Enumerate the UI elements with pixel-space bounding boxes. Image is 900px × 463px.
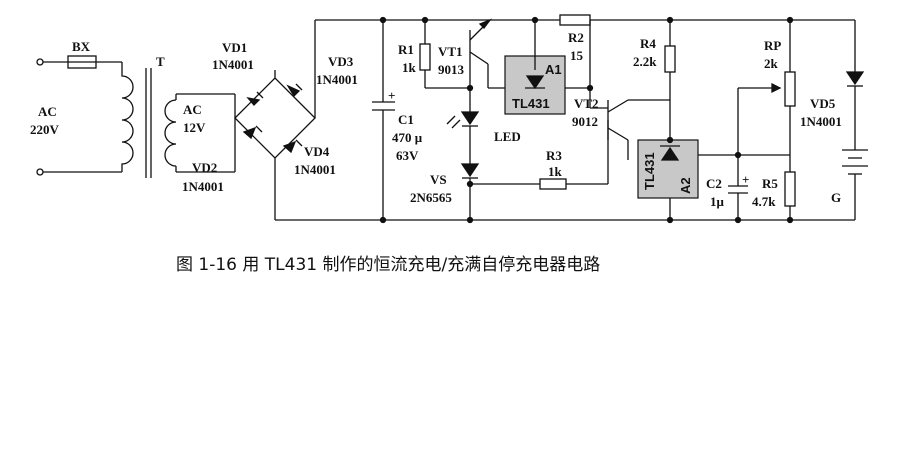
label-vd3-part: 1N4001 (316, 72, 358, 87)
label-vd1: VD1 (222, 40, 247, 55)
label-g: G (831, 190, 841, 205)
junctions (379, 16, 794, 224)
label-t: T (156, 54, 165, 69)
capacitor-c2 (728, 88, 748, 220)
label-vt1-part: 9013 (438, 62, 465, 77)
label-vd4: VD4 (304, 144, 330, 159)
label-r4-value: 2.2k (633, 54, 657, 69)
label-c2-plus: + (742, 172, 749, 187)
tl431-a1 (488, 20, 591, 115)
label-r3-value: 1k (548, 164, 563, 179)
label-r5-value: 4.7k (752, 194, 776, 209)
label-r2: R2 (568, 30, 584, 45)
label-led: LED (494, 129, 521, 144)
label-rp-value: 2k (764, 56, 779, 71)
led (446, 88, 480, 164)
label-ac-in: AC (38, 104, 57, 119)
label-vd5: VD5 (810, 96, 836, 111)
label-rp: RP (764, 38, 781, 53)
label-ac-in-voltage: 220V (30, 122, 60, 137)
label-vd3: VD3 (328, 54, 354, 69)
label-a2: A2 (678, 177, 693, 194)
label-ac-secondary: AC (183, 102, 202, 117)
label-r4: R4 (640, 36, 656, 51)
label-vt2-part: 9012 (572, 114, 598, 129)
label-r5: R5 (762, 176, 778, 191)
label-r1: R1 (398, 42, 414, 57)
resistor-r2 (559, 14, 591, 26)
transistor-vt2 (589, 88, 670, 160)
label-r3: R3 (546, 148, 562, 163)
label-vd2: VD2 (192, 160, 217, 175)
label-vs-part: 2N6565 (410, 190, 452, 205)
label-vs: VS (430, 172, 447, 187)
potentiometer-rp (738, 20, 796, 172)
resistor-r4 (664, 20, 676, 140)
ac-input (36, 58, 122, 176)
rails (275, 19, 855, 221)
label-vt2: VT2 (574, 96, 599, 111)
label-bx: BX (72, 39, 91, 54)
label-vt1: VT1 (438, 44, 463, 59)
resistor-r1 (419, 20, 470, 89)
battery-g (842, 149, 868, 220)
tl431-a2 (637, 139, 738, 220)
diode-vd5 (845, 20, 865, 150)
label-ac-secondary-voltage: 12V (183, 120, 206, 135)
label-c1-voltage: 63V (396, 148, 419, 163)
figure-caption: 图 1-16 用 TL431 制作的恒流充电/充满自停充电器电路 (176, 255, 600, 275)
label-tl431-a2: TL431 (642, 152, 657, 190)
label-c1: C1 (398, 112, 414, 127)
label-a1: A1 (545, 62, 562, 77)
label-c1-plus: + (388, 88, 395, 103)
label-r1-value: 1k (402, 60, 417, 75)
label-vd5-part: 1N4001 (800, 114, 842, 129)
label-c1-value: 470 μ (392, 130, 423, 145)
label-c2: C2 (706, 176, 722, 191)
label-c2-value: 1μ (710, 194, 725, 209)
resistor-r3 (470, 120, 609, 190)
label-r2-value: 15 (570, 48, 584, 63)
fuse-bx (67, 55, 122, 69)
bridge-rectifier (176, 20, 316, 220)
capacitor-c1 (372, 20, 395, 220)
label-tl431-a1: TL431 (512, 96, 550, 111)
label-vd2-part: 1N4001 (182, 179, 224, 194)
label-vd1-part: 1N4001 (212, 57, 254, 72)
component-labels: BX T AC 220V AC 12V VD1 1N4001 VD2 1N400… (30, 30, 842, 209)
zener-vs (460, 163, 480, 220)
transistor-vt1 (469, 18, 492, 88)
transformer-t (121, 62, 177, 178)
label-vd4-part: 1N4001 (294, 162, 336, 177)
